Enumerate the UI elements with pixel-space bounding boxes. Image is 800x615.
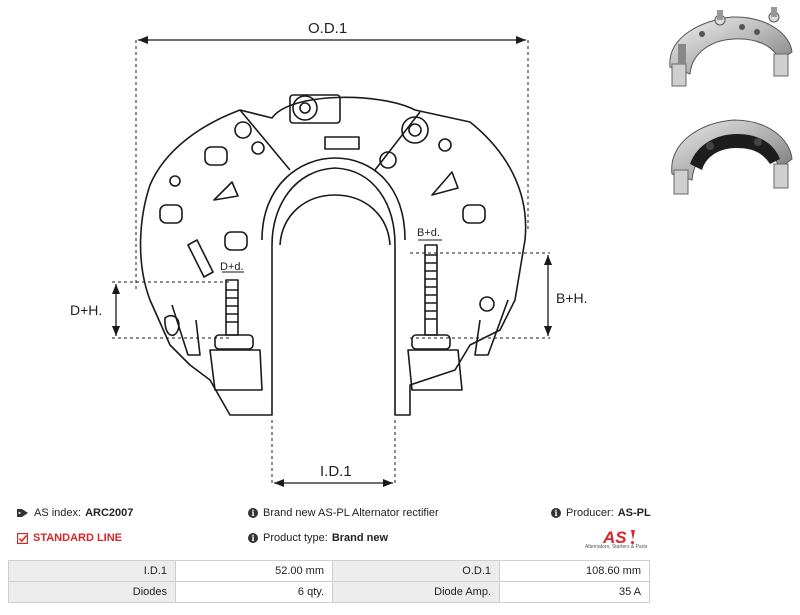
description-row: i Brand new AS-PL Alternator rectifier bbox=[248, 507, 439, 519]
logo-subtitle: Alternators, Starters & Parts bbox=[585, 544, 648, 550]
table-row: Diodes 6 qty. Diode Amp. 35 A bbox=[8, 581, 650, 603]
product-photo-bottom[interactable] bbox=[662, 104, 798, 204]
product-photo-top[interactable] bbox=[662, 2, 798, 102]
product-type-row: i Product type: Brand new bbox=[248, 532, 388, 544]
as-index-row: AS index: ARC2007 bbox=[17, 507, 133, 519]
logo-mark: AS bbox=[602, 528, 627, 547]
standard-line-label: STANDARD LINE bbox=[33, 532, 123, 544]
spec-value: 52.00 mm bbox=[175, 560, 333, 582]
technical-drawing: O.D.1 I.D.1 D+H. B+H. D+d. B+d. bbox=[70, 20, 588, 487]
standard-line-row: STANDARD LINE bbox=[17, 532, 122, 544]
table-row: I.D.1 52.00 mm O.D.1 108.60 mm bbox=[8, 560, 650, 582]
spec-value: 6 qty. bbox=[175, 581, 333, 603]
bd-label: B+d. bbox=[417, 227, 440, 239]
spec-key: Diode Amp. bbox=[332, 581, 500, 603]
as-index-label: AS index: bbox=[34, 507, 82, 519]
specs-table: I.D.1 52.00 mm O.D.1 108.60 mm Diodes 6 … bbox=[8, 560, 650, 603]
id-label: I.D.1 bbox=[320, 463, 352, 480]
spec-key: O.D.1 bbox=[332, 560, 500, 582]
tag-icon bbox=[17, 509, 28, 517]
producer-label: Producer: bbox=[566, 507, 614, 519]
dd-label: D+d. bbox=[220, 261, 244, 273]
as-pl-logo: AS bbox=[602, 528, 635, 547]
product-type-value: Brand new bbox=[331, 532, 389, 544]
product-type-label: Product type: bbox=[263, 532, 328, 544]
producer-value: AS-PL bbox=[617, 507, 651, 519]
spec-value: 108.60 mm bbox=[499, 560, 650, 582]
spec-value: 35 A bbox=[499, 581, 650, 603]
spec-key: Diodes bbox=[8, 581, 176, 603]
bh-label: B+H. bbox=[556, 290, 588, 306]
od-label: O.D.1 bbox=[308, 20, 347, 37]
producer-row: i Producer: AS-PL bbox=[551, 507, 651, 519]
checkbox-checked-icon bbox=[17, 532, 28, 544]
info-icon: i bbox=[248, 533, 258, 543]
as-index-value: ARC2007 bbox=[85, 507, 134, 519]
info-icon: i bbox=[551, 508, 561, 518]
spec-key: I.D.1 bbox=[8, 560, 176, 582]
inner-ring bbox=[261, 157, 406, 241]
rectifier-outline bbox=[139, 96, 527, 416]
info-icon: i bbox=[248, 508, 258, 518]
product-description: Brand new AS-PL Alternator rectifier bbox=[263, 507, 439, 519]
dh-label: D+H. bbox=[70, 302, 102, 318]
